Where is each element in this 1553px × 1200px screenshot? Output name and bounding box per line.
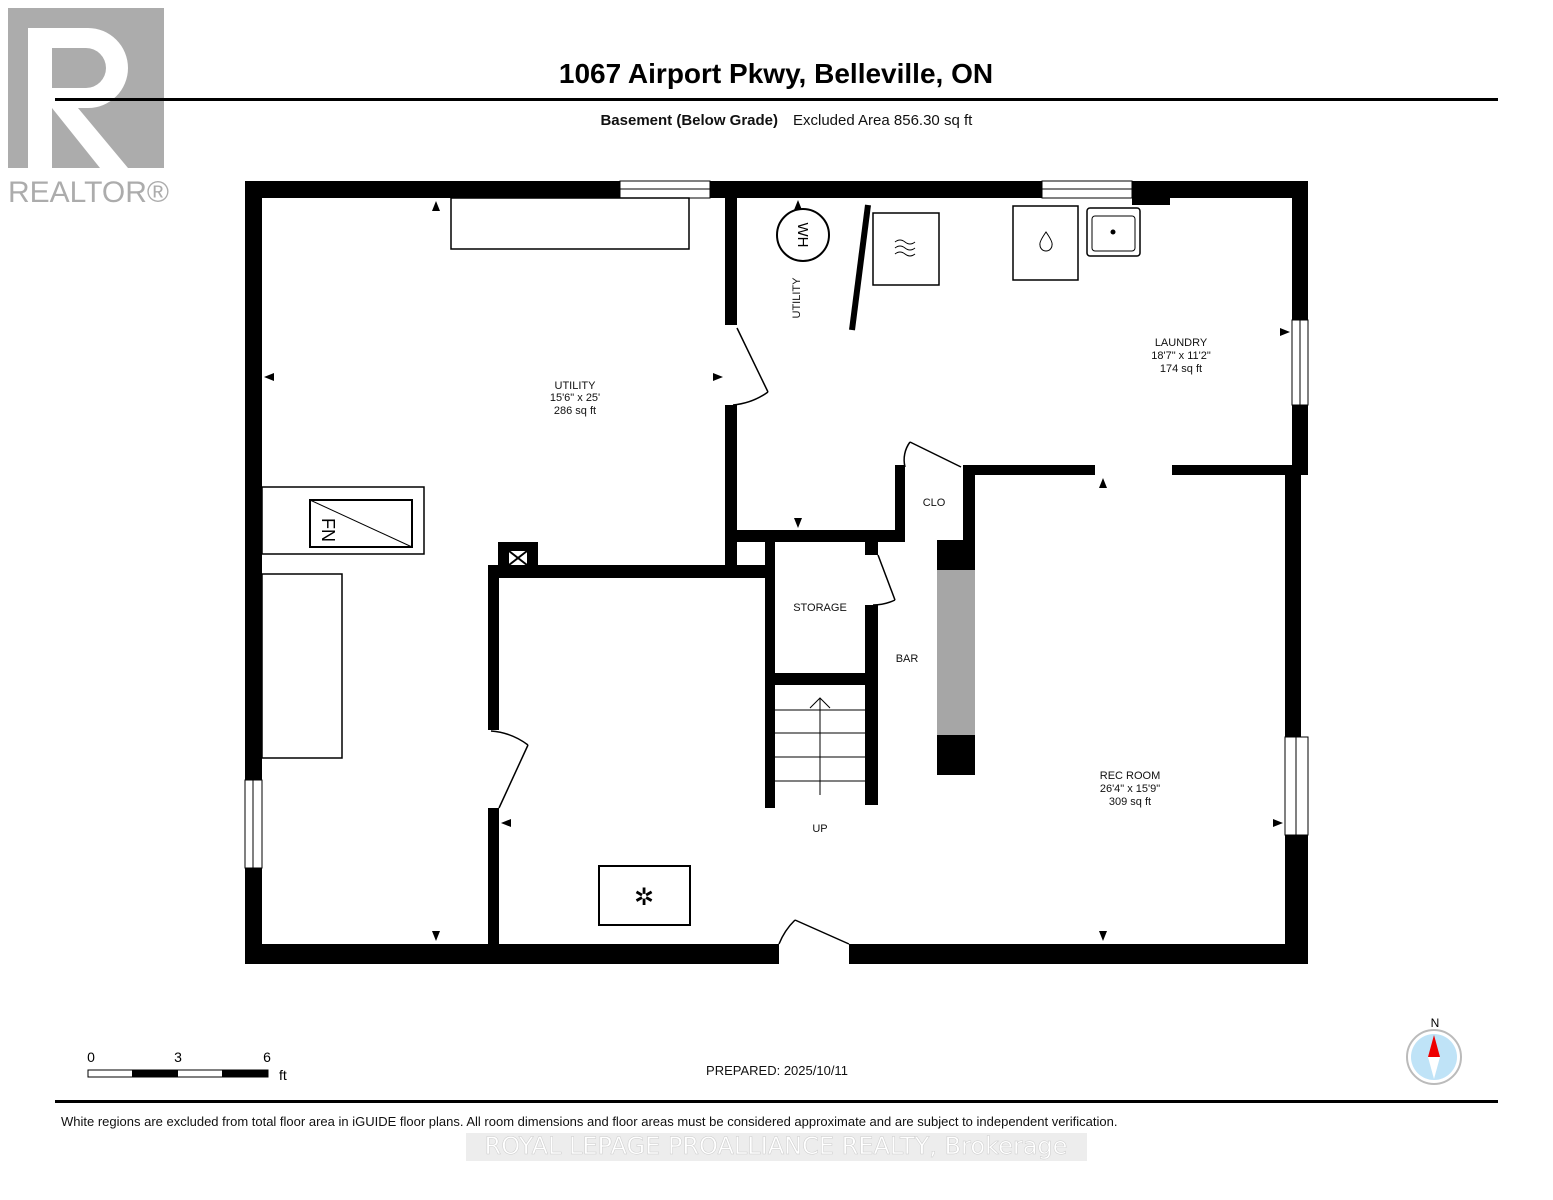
svg-text:174 sq ft: 174 sq ft [1160, 363, 1202, 375]
svg-text:REALTOR®: REALTOR® [8, 176, 169, 209]
room-rec-room: REC ROOM 26'4" x 15'9" 309 sq ft [1100, 770, 1161, 808]
svg-text:UTILITY: UTILITY [555, 380, 597, 392]
svg-text:3: 3 [174, 1049, 182, 1065]
svg-text:15'6" x 25': 15'6" x 25' [550, 392, 600, 404]
prepared-date: PREPARED: 2025/10/11 [706, 1063, 848, 1078]
stairs-up-label: UP [812, 823, 827, 835]
shelving [261, 573, 343, 759]
svg-text:LAUNDRY: LAUNDRY [1155, 337, 1208, 349]
floor-name: Basement (Below Grade) [600, 112, 778, 129]
svg-text:26'4" x 15'9": 26'4" x 15'9" [1100, 783, 1160, 795]
svg-text:N: N [1431, 1016, 1440, 1030]
walls [245, 181, 1308, 964]
room-storage: STORAGE [793, 602, 847, 614]
svg-text:✲: ✲ [634, 883, 654, 911]
windows [244, 180, 1309, 869]
disclaimer: White regions are excluded from total fl… [61, 1114, 1117, 1129]
svg-text:6: 6 [263, 1049, 271, 1065]
dryer-icon [872, 212, 940, 286]
scale-bar: 0 3 6 ft [87, 1049, 287, 1083]
room-utility-small: UTILITY [791, 277, 803, 319]
svg-text:FN: FN [318, 518, 338, 542]
brokerage-watermark: ROYAL LEPAGE PROALLIANCE REALTY, Brokera… [485, 1132, 1068, 1160]
svg-text:WH: WH [794, 223, 811, 248]
chimney-icon [508, 550, 528, 566]
footer-rule [55, 1100, 1498, 1103]
svg-text:REC ROOM: REC ROOM [1100, 770, 1161, 782]
excluded-area: Excluded Area 856.30 sq ft [793, 112, 973, 129]
furnace-platform [261, 486, 425, 555]
room-utility-main: UTILITY 15'6" x 25' 286 sq ft [550, 380, 600, 417]
room-bar: BAR [896, 653, 919, 665]
svg-text:286 sq ft: 286 sq ft [554, 405, 596, 417]
compass-icon: N [1406, 1016, 1462, 1085]
stairs [775, 697, 865, 795]
svg-text:0: 0 [87, 1049, 95, 1065]
dimension-arrows [264, 200, 1290, 941]
svg-text:309 sq ft: 309 sq ft [1109, 796, 1151, 808]
svg-text:18'7" x 11'2": 18'7" x 11'2" [1151, 350, 1211, 362]
ac-unit-icon: ✲ [598, 865, 691, 926]
counter [450, 197, 690, 250]
header-rule [55, 98, 1498, 101]
svg-text:ft: ft [279, 1067, 287, 1083]
page-title: 1067 Airport Pkwy, Belleville, ON [559, 58, 993, 89]
doors [490, 327, 962, 945]
furnace-icon: FN [309, 499, 413, 548]
washer-icon [1012, 205, 1079, 281]
water-heater-icon: WH [776, 208, 830, 262]
room-clo: CLO [923, 497, 946, 509]
sink-icon [1086, 207, 1141, 257]
room-laundry: LAUNDRY 18'7" x 11'2" 174 sq ft [1151, 337, 1211, 375]
realtor-logo: REALTOR® [8, 8, 169, 209]
